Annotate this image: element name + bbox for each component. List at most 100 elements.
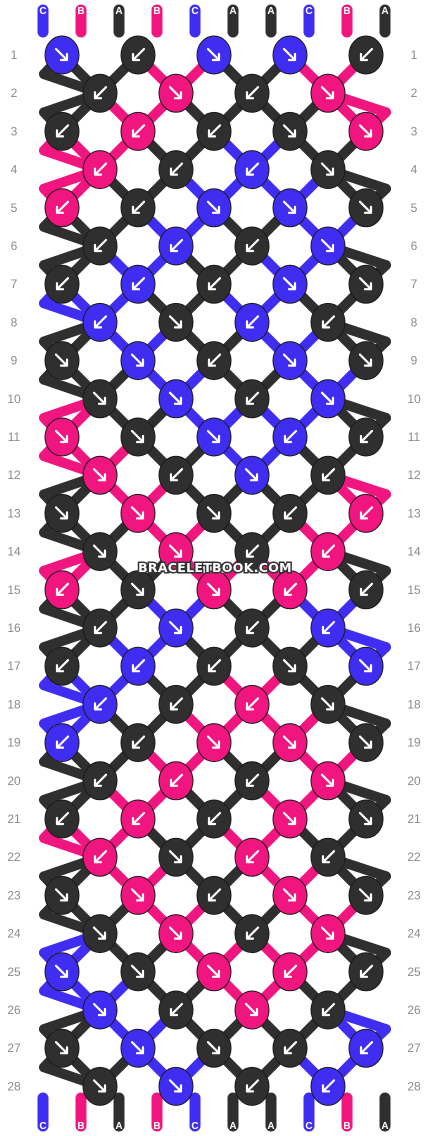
- top-strand-label: B: [343, 6, 350, 17]
- knot: [196, 723, 232, 763]
- arrow-down-right-icon: [282, 659, 297, 673]
- knot: [120, 799, 156, 839]
- knot: [44, 264, 80, 304]
- arrow-down-right-icon: [358, 735, 373, 749]
- arrow-down-right-icon: [168, 391, 183, 405]
- bottom-strand-label: B: [153, 1121, 160, 1132]
- knot: [158, 379, 194, 419]
- knot: [82, 1066, 118, 1106]
- bottom-strand-label: B: [77, 1121, 84, 1132]
- row-number-right: 20: [407, 774, 421, 788]
- knot: [158, 73, 194, 113]
- arrow-down-left-icon: [245, 238, 260, 253]
- arrow-down-left-icon: [169, 162, 184, 176]
- knot: [196, 952, 232, 992]
- arrow-down-right-icon: [320, 773, 335, 787]
- top-strand-label: A: [229, 6, 236, 17]
- knot: [44, 341, 80, 381]
- knot: [196, 570, 232, 610]
- arrow-down-left-icon: [131, 735, 146, 749]
- row-number-left: 14: [7, 545, 21, 559]
- row-number-right: 14: [407, 545, 421, 559]
- arrow-down-left-icon: [207, 811, 222, 826]
- arrow-down-left-icon: [55, 735, 70, 749]
- arrow-down-right-icon: [320, 238, 335, 253]
- knot: [310, 761, 346, 801]
- knot: [120, 723, 156, 763]
- arrow-down-right-icon: [54, 506, 69, 520]
- bottom-strand-label: A: [115, 1121, 122, 1132]
- row-number-left: 5: [11, 201, 18, 215]
- bottom-strand-label: B: [343, 1121, 350, 1132]
- arrow-down-left-icon: [93, 315, 108, 329]
- row-number-left: 17: [7, 659, 21, 673]
- knot: [272, 341, 308, 381]
- knot: [158, 837, 194, 877]
- arrow-down-right-icon: [92, 544, 107, 558]
- knot: [44, 799, 80, 839]
- arrow-down-left-icon: [283, 429, 298, 444]
- row-number-right: 16: [407, 621, 421, 635]
- row-number-left: 3: [11, 124, 18, 138]
- knot: [196, 417, 232, 457]
- arrow-down-left-icon: [283, 506, 298, 520]
- knot: [158, 455, 194, 495]
- knot: [272, 417, 308, 457]
- arrow-down-right-icon: [282, 124, 297, 138]
- knot: [272, 952, 308, 992]
- arrow-down-left-icon: [321, 1002, 336, 1017]
- arrow-down-left-icon: [283, 964, 298, 978]
- arrow-down-left-icon: [245, 850, 260, 864]
- row-number-left: 21: [7, 812, 21, 826]
- knot: [348, 646, 384, 686]
- knot: [44, 493, 80, 533]
- knot: [44, 1028, 80, 1068]
- knot: [196, 341, 232, 381]
- arrow-down-left-icon: [321, 620, 336, 635]
- knot: [348, 188, 384, 228]
- top-strand-label: A: [267, 6, 274, 17]
- arrow-down-right-icon: [206, 735, 221, 749]
- arrow-down-right-icon: [244, 1002, 259, 1017]
- knot: [120, 493, 156, 533]
- arrow-down-left-icon: [321, 544, 336, 558]
- knot: [120, 264, 156, 304]
- knot: [196, 875, 232, 915]
- knot: [44, 417, 80, 457]
- knot: [348, 417, 384, 457]
- knot: [310, 150, 346, 190]
- arrow-down-left-icon: [245, 773, 260, 787]
- knot: [120, 35, 156, 75]
- knot: [310, 684, 346, 724]
- arrow-down-left-icon: [169, 697, 184, 711]
- arrow-down-right-icon: [54, 1041, 69, 1055]
- knot: [234, 532, 270, 572]
- knot: [120, 1028, 156, 1068]
- arrow-down-right-icon: [206, 1041, 221, 1055]
- row-number-left: 7: [11, 277, 18, 291]
- knot: [234, 226, 270, 266]
- arrow-down-left-icon: [55, 200, 70, 214]
- arrow-down-left-icon: [245, 1079, 260, 1093]
- knot: [158, 532, 194, 572]
- knot: [272, 570, 308, 610]
- row-number-left: 6: [11, 239, 18, 253]
- arrow-down-right-icon: [54, 353, 69, 367]
- knot: [234, 73, 270, 113]
- arrow-down-right-icon: [54, 47, 69, 62]
- knot: [348, 264, 384, 304]
- row-number-left: 20: [7, 774, 21, 788]
- row-number-left: 8: [11, 315, 18, 329]
- row-number-left: 27: [7, 1041, 21, 1055]
- knot: [120, 952, 156, 992]
- bottom-strand-label: A: [267, 1121, 274, 1132]
- knot: [158, 302, 194, 342]
- arrow-down-right-icon: [54, 888, 69, 902]
- knot: [234, 761, 270, 801]
- knot: [82, 608, 118, 648]
- bottom-strand-label: C: [191, 1121, 198, 1132]
- arrow-down-right-icon: [282, 353, 297, 367]
- arrow-down-right-icon: [282, 888, 297, 902]
- row-number-left: 24: [7, 927, 21, 941]
